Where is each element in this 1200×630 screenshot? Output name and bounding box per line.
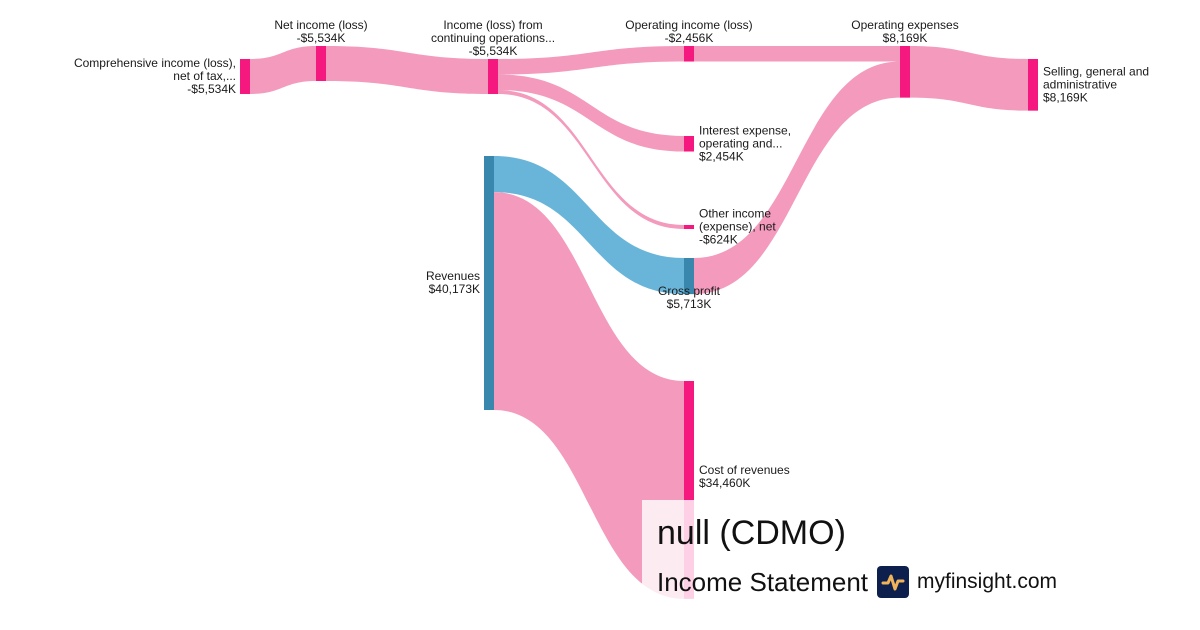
label-operating_income: Operating income (loss)-$2,456K xyxy=(625,18,752,45)
node-name: Gross profit xyxy=(658,284,721,298)
label-operating_expenses: Operating expenses$8,169K xyxy=(851,18,958,45)
link-continuing_ops-to-operating_income xyxy=(498,46,684,75)
node-operating_expenses xyxy=(900,46,910,98)
node-value: -$5,534K xyxy=(187,82,236,96)
node-name: Selling, general and xyxy=(1043,64,1149,78)
node-value: $8,169K xyxy=(883,31,928,45)
node-operating_income xyxy=(684,46,694,62)
node-interest_expense xyxy=(684,136,694,152)
statement-subtitle: Income Statement xyxy=(657,566,868,597)
link-revenues-to-gross_profit xyxy=(494,156,684,295)
node-value: $40,173K xyxy=(429,282,480,296)
label-other_income: Other income(expense), net-$624K xyxy=(699,207,776,247)
link-operating_expenses-to-sga xyxy=(910,46,1028,111)
link-net_income-to-continuing_ops xyxy=(326,46,488,94)
node-name: Other income xyxy=(699,207,771,221)
link-continuing_ops-to-interest_expense xyxy=(498,74,684,152)
link-comprehensive-to-net_income xyxy=(250,46,316,94)
node-name: Comprehensive income (loss), xyxy=(74,56,236,70)
node-name: (expense), net xyxy=(699,220,776,234)
sankey-labels: Comprehensive income (loss),net of tax,.… xyxy=(74,18,1149,490)
node-value: $5,713K xyxy=(667,297,712,311)
node-name: Income (loss) from xyxy=(443,18,542,32)
node-name: Operating income (loss) xyxy=(625,18,752,32)
sankey-nodes xyxy=(240,46,1038,599)
node-revenues xyxy=(484,156,494,410)
node-value: -$5,534K xyxy=(469,44,518,58)
node-name: net of tax,... xyxy=(173,69,236,83)
pulse-line-icon xyxy=(877,566,909,598)
node-name: administrative xyxy=(1043,77,1117,91)
label-comprehensive: Comprehensive income (loss),net of tax,.… xyxy=(74,56,236,96)
node-name: operating and... xyxy=(699,136,782,150)
sankey-links xyxy=(250,46,1028,599)
node-name: Operating expenses xyxy=(851,18,958,32)
node-continuing_ops xyxy=(488,59,498,94)
node-comprehensive xyxy=(240,59,250,94)
node-value: -$5,534K xyxy=(297,31,346,45)
node-value: -$2,456K xyxy=(665,31,714,45)
node-sga xyxy=(1028,59,1038,111)
footer-overlay xyxy=(642,500,1102,600)
node-value: $2,454K xyxy=(699,149,744,163)
node-net_income xyxy=(316,46,326,81)
label-net_income: Net income (loss)-$5,534K xyxy=(274,18,367,45)
node-cost_of_revenues xyxy=(684,381,694,599)
label-gross_profit: Gross profit$5,713K xyxy=(658,284,721,311)
node-name: Interest expense, xyxy=(699,123,791,137)
link-continuing_ops-to-other_income xyxy=(498,90,684,229)
node-name: Cost of revenues xyxy=(699,463,790,477)
node-name: Net income (loss) xyxy=(274,18,367,32)
label-cost_of_revenues: Cost of revenues$34,460K xyxy=(699,463,790,490)
statement-subtitle-row: Income Statement myfinsight.com xyxy=(657,566,1057,598)
node-name: continuing operations... xyxy=(431,31,555,45)
brand-link[interactable]: myfinsight.com xyxy=(917,570,1058,593)
label-revenues: Revenues$40,173K xyxy=(426,269,480,296)
link-revenues-to-cost_of_revenues xyxy=(494,192,684,599)
node-other_income xyxy=(684,225,694,229)
node-value: -$624K xyxy=(699,233,738,247)
link-operating_income-to-operating_expenses xyxy=(694,46,900,62)
label-interest_expense: Interest expense,operating and...$2,454K xyxy=(699,123,791,163)
link-gross_profit-to-operating_expenses xyxy=(694,61,900,295)
node-gross_profit xyxy=(684,258,694,295)
company-title: null (CDMO) xyxy=(657,514,846,552)
node-name: Revenues xyxy=(426,269,480,283)
node-value: $8,169K xyxy=(1043,90,1088,104)
node-value: $34,460K xyxy=(699,476,750,490)
